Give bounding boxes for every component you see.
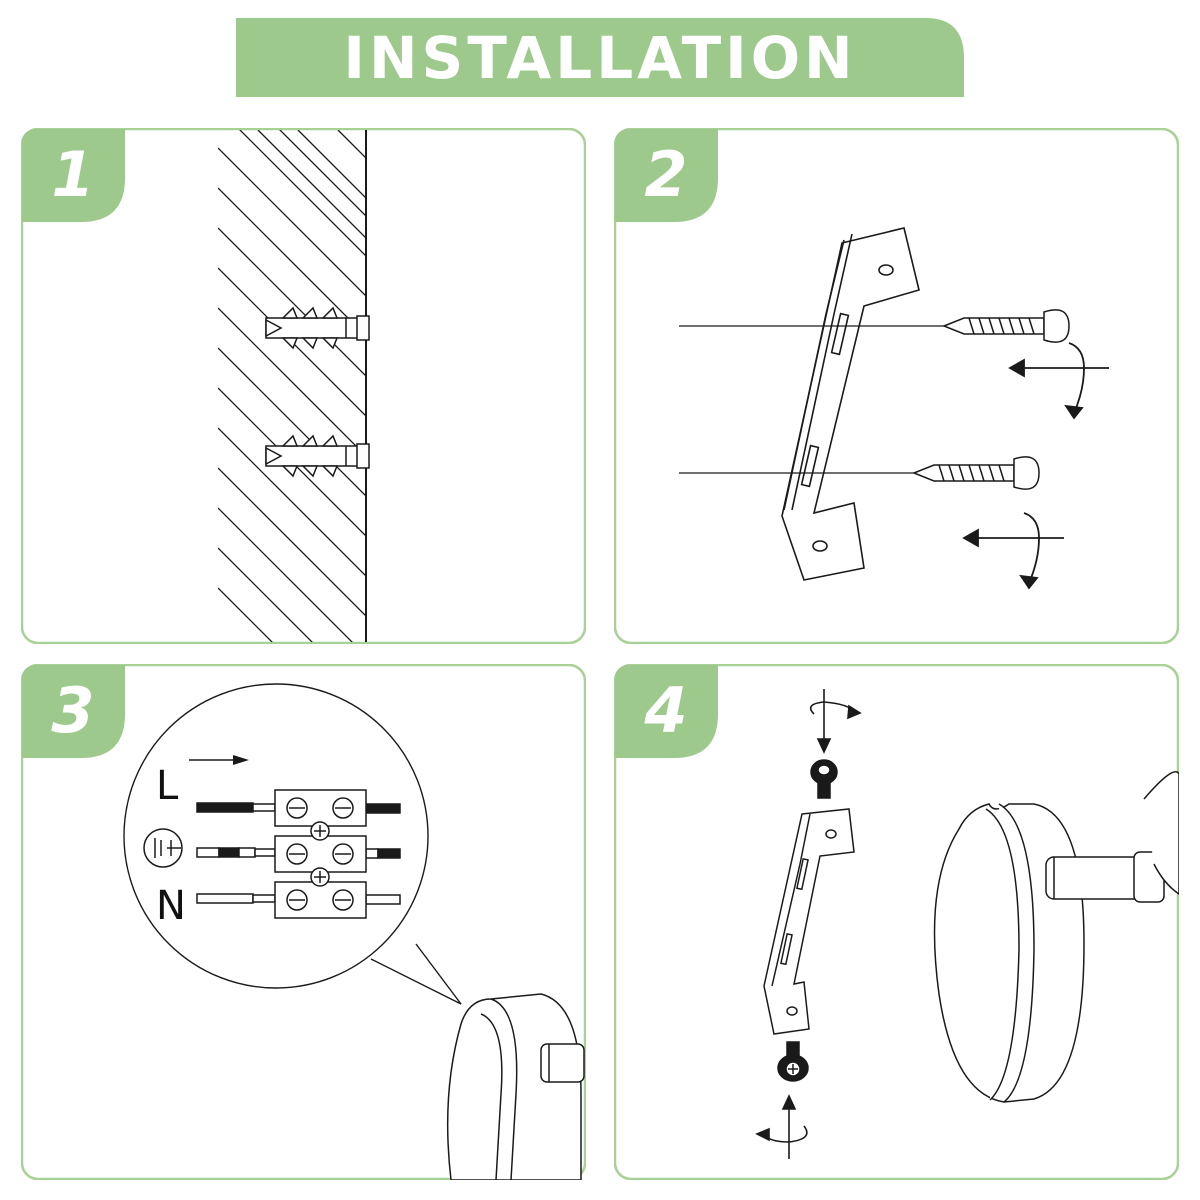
wall-anchor-top — [265, 306, 370, 350]
step-2-frame — [614, 128, 1179, 644]
wall-anchor-bottom — [265, 434, 370, 478]
screw-bottom — [911, 456, 1040, 490]
mounting-bracket — [781, 227, 920, 581]
step-1-frame — [21, 128, 586, 644]
step-4-panel: 4 — [614, 664, 1179, 1180]
ground-symbol-icon — [143, 828, 183, 868]
title-banner-shape — [236, 18, 964, 97]
screw-top — [941, 309, 1070, 343]
screw-bottom — [777, 1041, 809, 1082]
lamp-base — [446, 993, 585, 1180]
wiring-diagram-illustration — [123, 683, 585, 1180]
step-4-number: 4 — [644, 673, 688, 747]
step-3-panel: 3 — [21, 664, 586, 1180]
step-1-number: 1 — [51, 137, 95, 211]
step-2-number: 2 — [644, 137, 688, 211]
mounting-bracket — [763, 808, 855, 1035]
live-terminal-label: L — [156, 763, 179, 809]
title-banner: INSTALLATION — [236, 18, 964, 97]
wall-with-anchors-illustration — [218, 130, 370, 642]
step-1-panel: 1 — [21, 128, 586, 644]
rotate-arrow-icon — [962, 342, 1109, 590]
screw-top — [810, 759, 838, 799]
page-title: INSTALLATION — [343, 23, 857, 92]
mount-lamp-illustration — [755, 689, 1179, 1159]
bracket-and-screws-illustration — [679, 227, 1109, 590]
wall-hatching — [218, 130, 366, 642]
rotate-arrow-icon — [755, 1094, 808, 1159]
step-2-panel: 2 — [614, 128, 1179, 644]
terminal-block — [274, 789, 367, 919]
step-3-number: 3 — [51, 673, 95, 747]
neutral-terminal-label: N — [156, 883, 186, 929]
rotate-arrow-icon — [809, 689, 862, 754]
lamp-base — [933, 771, 1179, 1103]
